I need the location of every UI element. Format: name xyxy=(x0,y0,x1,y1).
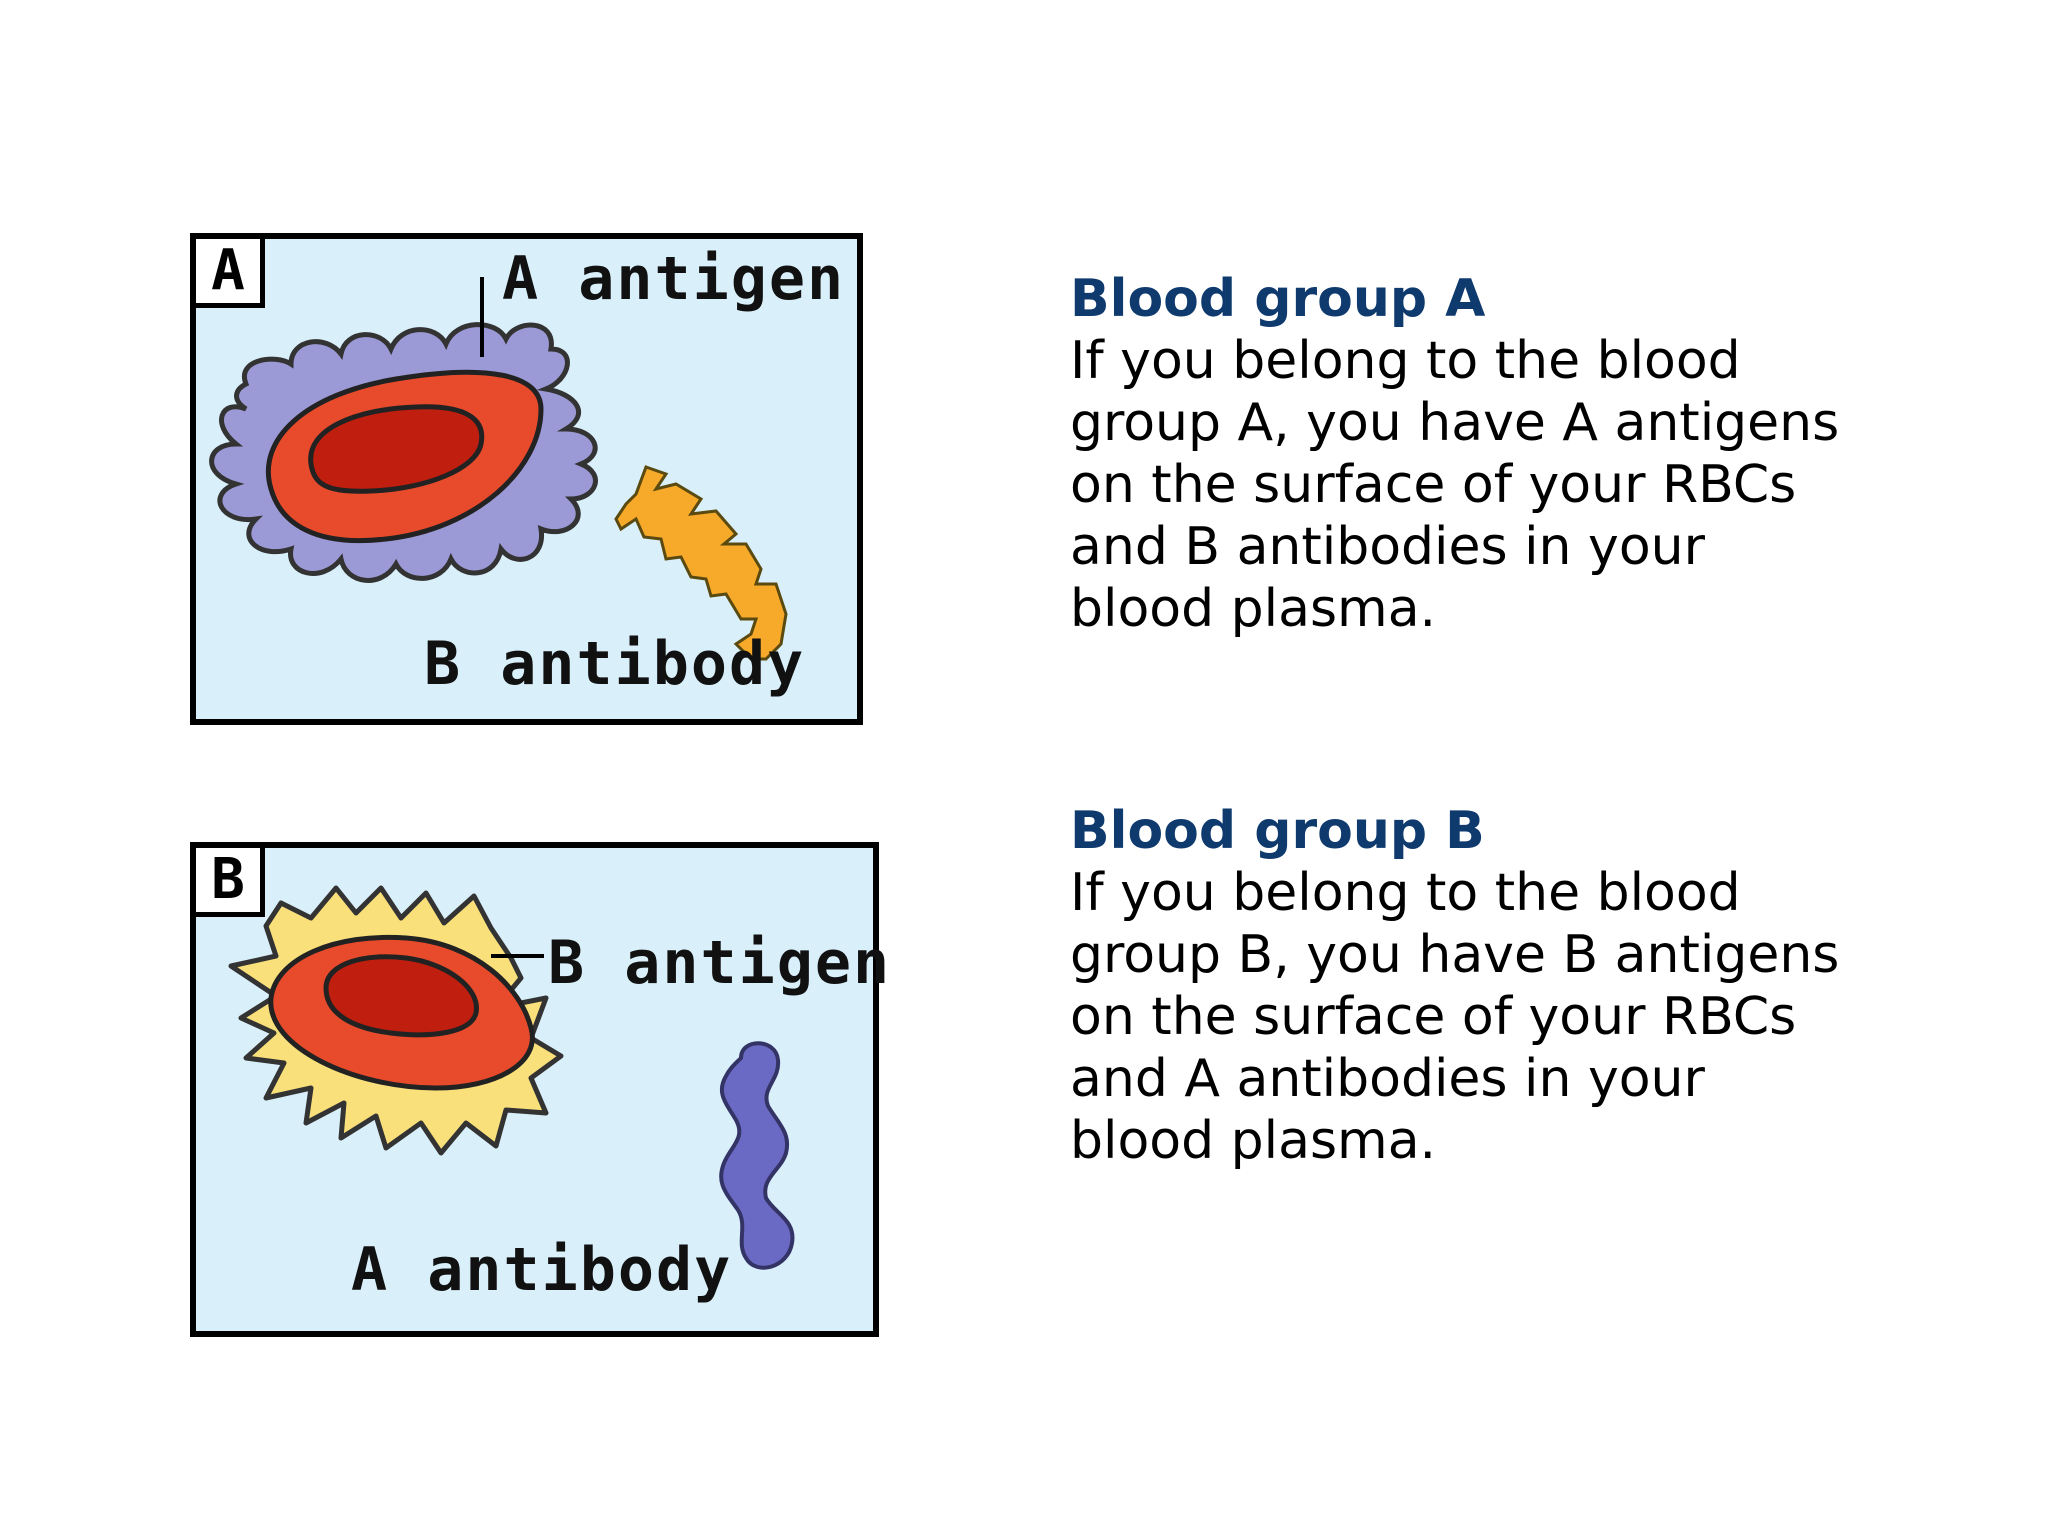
blood-group-b-drawing xyxy=(228,885,795,1270)
a-antibody-label: A antibody xyxy=(351,1235,733,1305)
panel-b-badge: B xyxy=(196,848,265,917)
description-line: If you belong to the blood xyxy=(1070,331,1741,391)
b-antibody-shape xyxy=(614,465,788,661)
a-antibody-shape xyxy=(719,1041,795,1270)
blood-group-a-illustration: A A antigen B antibody xyxy=(190,233,863,725)
panel-a-badge: A xyxy=(196,239,265,308)
description-line: blood plasma. xyxy=(1070,1111,1437,1171)
blood-group-b-heading: Blood group B xyxy=(1070,801,1485,861)
a-cell-center xyxy=(308,404,485,494)
blood-group-a-description: Blood group A If you belong to the blood… xyxy=(1070,268,1970,640)
description-line: If you belong to the blood xyxy=(1070,863,1741,923)
b-antigen-label: B antigen xyxy=(548,928,892,998)
a-antigen-label: A antigen xyxy=(502,244,846,314)
description-line: and A antibodies in your xyxy=(1070,1049,1705,1109)
b-antibody-label: B antibody xyxy=(424,629,806,699)
description-line: group B, you have B antigens xyxy=(1070,925,1840,985)
description-line: group A, you have A antigens xyxy=(1070,393,1840,453)
description-line: on the surface of your RBCs xyxy=(1070,987,1797,1047)
description-line: on the surface of your RBCs xyxy=(1070,455,1797,515)
b-cell-center xyxy=(323,954,479,1038)
blood-group-b-description: Blood group B If you belong to the blood… xyxy=(1070,800,1970,1172)
blood-group-a-heading: Blood group A xyxy=(1070,269,1486,329)
description-line: blood plasma. xyxy=(1070,579,1437,639)
description-line: and B antibodies in your xyxy=(1070,517,1705,577)
blood-group-b-illustration: B B antigen A antibody xyxy=(190,842,889,1337)
blood-group-a-drawing xyxy=(209,277,788,661)
